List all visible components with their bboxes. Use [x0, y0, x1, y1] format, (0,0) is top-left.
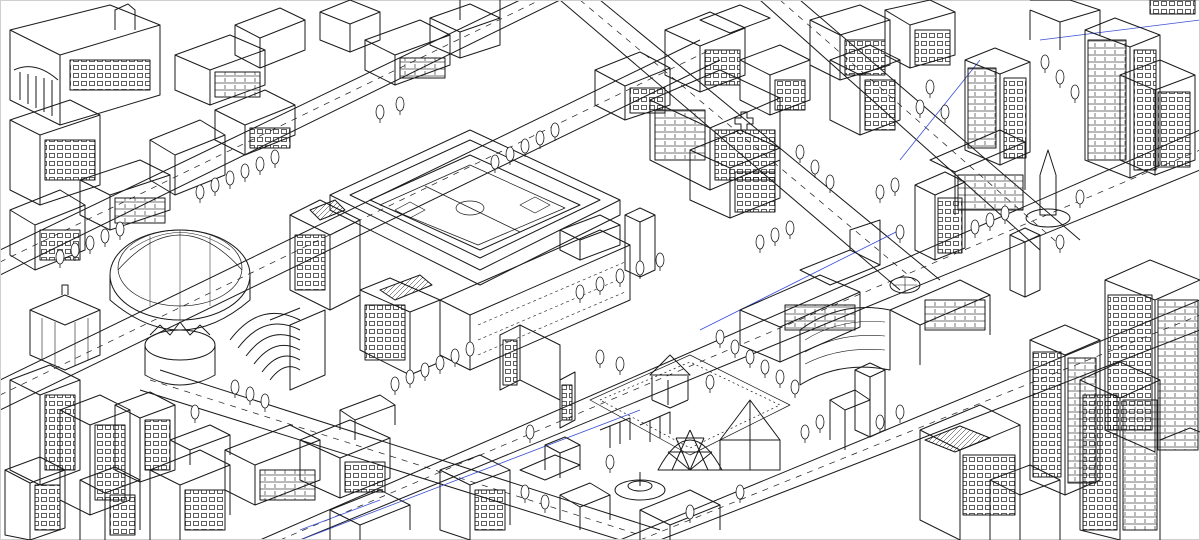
school-block-right: [739, 219, 881, 363]
stadium: [329, 129, 621, 286]
playground-swings: [599, 411, 671, 448]
tall-tower-school: [624, 207, 656, 278]
park-kiosks: [519, 436, 721, 540]
shop-row-lower: [224, 394, 411, 540]
clock-tower: [1025, 149, 1071, 228]
lower-shop-block: [439, 454, 511, 540]
hospital-building: [649, 69, 781, 219]
apartments-lower-left: [4, 364, 231, 540]
office-block-top-right: [809, 0, 956, 136]
townhouses-left: [9, 99, 226, 271]
gazebo: [649, 354, 691, 409]
fountain: [614, 472, 666, 501]
row-houses-top: [174, 0, 501, 156]
gate-bridge: [499, 324, 576, 429]
amphitheater: [229, 307, 326, 391]
rotunda-building: [29, 284, 101, 371]
tower-right-1: [964, 47, 1031, 166]
domed-arena: [109, 229, 251, 331]
school-side-building: [289, 199, 621, 376]
highrise-bottom-right-3: [1079, 361, 1161, 540]
lower-right-tower-pair: [829, 227, 1041, 450]
tower-right-2: [1084, 17, 1161, 179]
colonnade-hall: [9, 3, 161, 126]
lowrise-bottom-right: [919, 404, 1200, 540]
crown-pavilion: [144, 321, 216, 386]
pyramid-pavilion: [719, 399, 781, 471]
civic-curved-building: [799, 276, 991, 386]
geodesic-dome: [657, 429, 723, 471]
tower-top-right-corner: [1029, 0, 1196, 50]
mid-right-buildings: [914, 129, 1026, 261]
tower-right-3: [1119, 59, 1196, 176]
